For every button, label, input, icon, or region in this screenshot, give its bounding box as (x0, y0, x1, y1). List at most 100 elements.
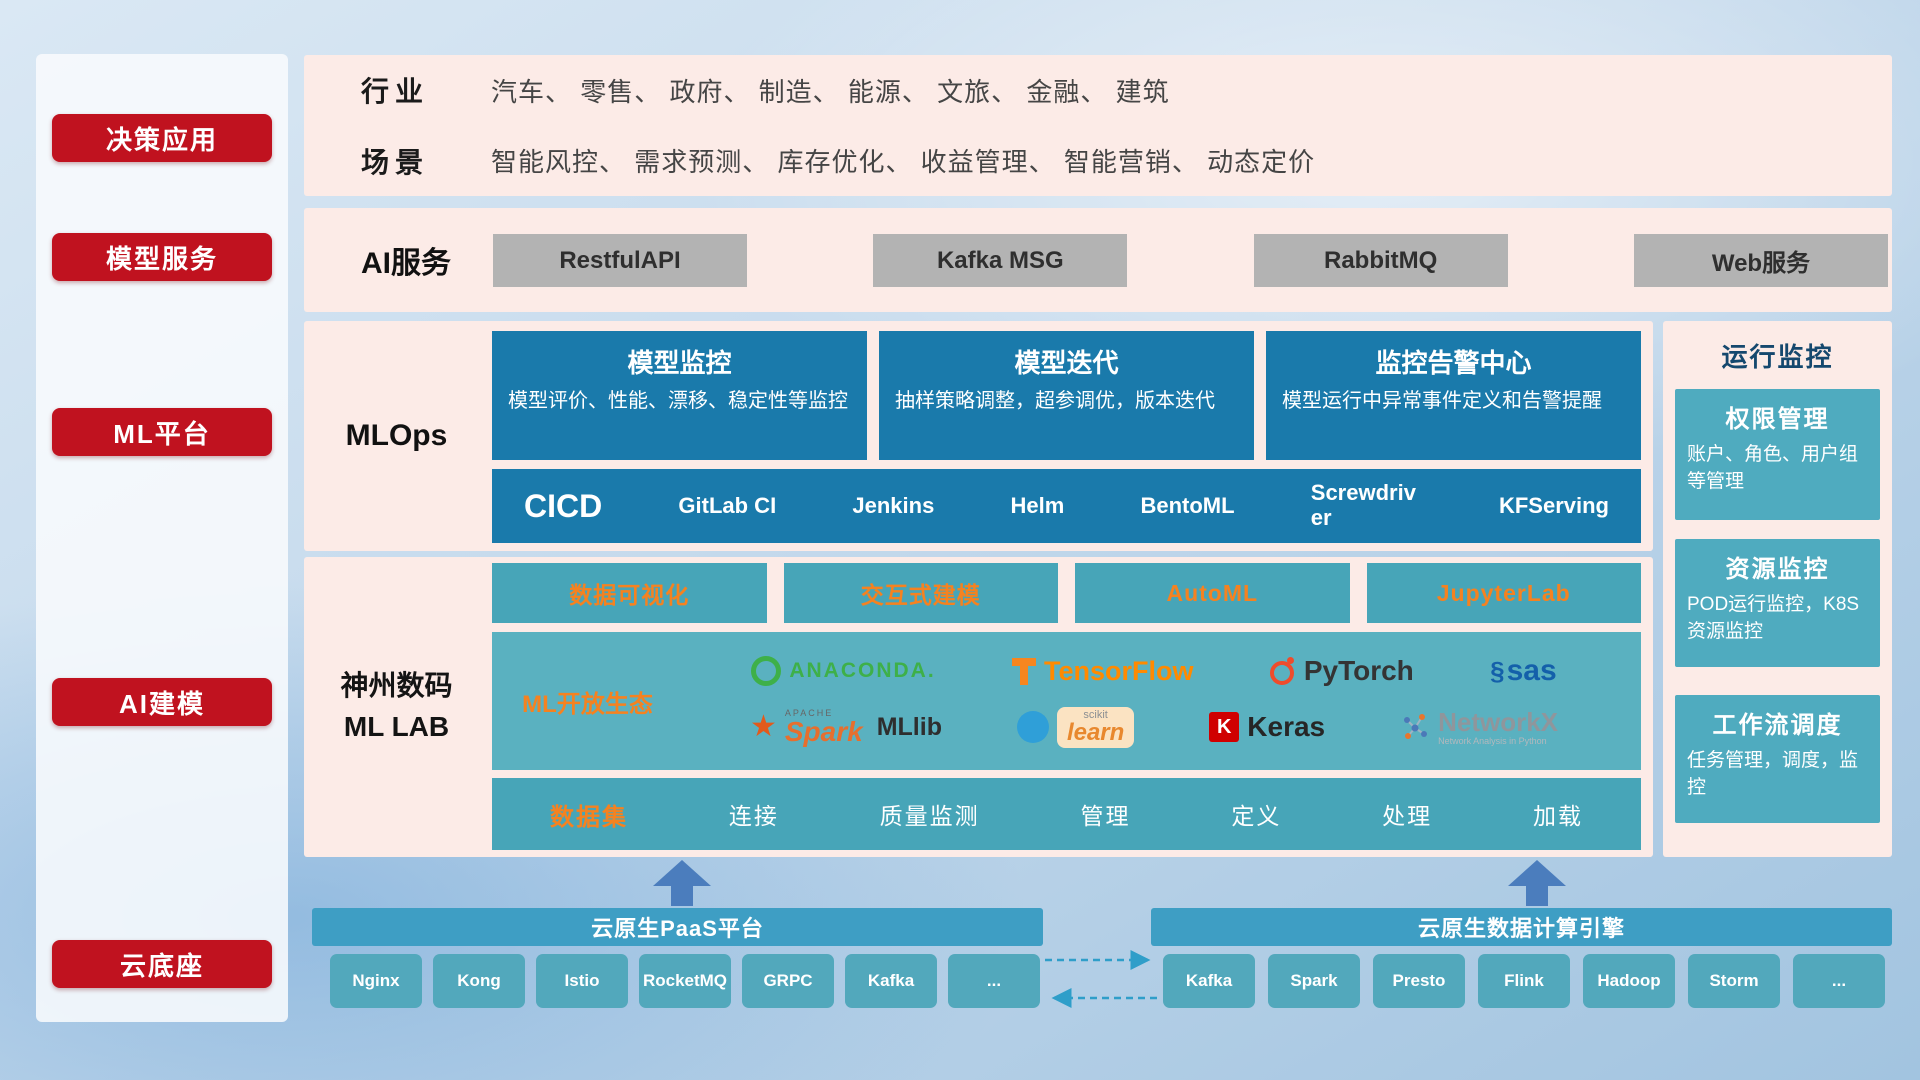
chip-presto: Presto (1373, 954, 1465, 1008)
spark-icon (750, 712, 777, 742)
paas-platform-title: 云原生PaaS平台 (591, 916, 764, 941)
dataset-label: 数据集 (550, 803, 628, 831)
layer-label-model-service: 模型服务 (52, 233, 272, 281)
ml-ecosystem-box: ML开放生态 ANACONDA. TensorFlow PyTorch (492, 632, 1641, 770)
data-visualization-button: 数据可视化 (492, 563, 767, 623)
ai-service-label: AI服务 (361, 247, 451, 280)
paas-chip-row: Nginx Kong Istio RocketMQ GRPC Kafka ... (330, 954, 1040, 1008)
ml-lab-label-line1: 神州数码 (340, 670, 453, 702)
layer-label-text: AI建模 (118, 688, 205, 719)
spark-mllib-logo: APACHE Spark MLlib (750, 707, 942, 747)
resource-monitoring-card: 资源监控 POD运行监控，K8S资源监控 (1675, 539, 1880, 667)
ecosystem-logos: ANACONDA. TensorFlow PyTorch sas (675, 636, 1633, 766)
cicd-item-bentoml: BentoML (1140, 492, 1235, 518)
card-desc: 任务管理，调度，监控 (1687, 750, 1859, 798)
chip-nginx: Nginx (330, 954, 422, 1008)
interactive-modeling-button: 交互式建模 (783, 563, 1058, 623)
chip-istio: Istio (536, 954, 628, 1008)
kafka-msg-button: Kafka MSG (873, 234, 1128, 287)
ml-lab-label-line2: ML LAB (343, 711, 450, 742)
model-iteration-card: 模型迭代 抽样策略调整，超参调优，版本迭代 (879, 331, 1254, 460)
dataset-item-quality: 质量监测 (879, 803, 980, 829)
model-monitoring-card: 模型监控 模型评价、性能、漂移、稳定性等监控 (492, 331, 867, 460)
chip-storm: Storm (1688, 954, 1780, 1008)
mlops-cards: 模型监控 模型评价、性能、漂移、稳定性等监控 模型迭代 抽样策略调整，超参调优，… (492, 331, 1641, 460)
keras-logo: K Keras (1209, 711, 1325, 743)
card-desc: POD运行监控，K8S资源监控 (1687, 594, 1860, 642)
layer-label-text: 云底座 (119, 950, 204, 981)
industry-row: 行业 汽车、 零售、 政府、 制造、 能源、 文旅、 金融、 建筑 (304, 55, 1892, 126)
cicd-item-jenkins: Jenkins (852, 492, 935, 518)
up-arrow-paas (653, 860, 711, 906)
scenario-label: 场景 (361, 146, 430, 178)
card-title: 资源监控 (1725, 556, 1830, 583)
scikit-learn-icon (1016, 711, 1049, 744)
data-engine-title: 云原生数据计算引擎 (1417, 916, 1625, 941)
layer-label-ai-modeling: AI建模 (52, 678, 272, 726)
tensorflow-logo: TensorFlow (1011, 656, 1194, 687)
ai-service-buttons: RestfulAPI Kafka MSG RabbitMQ Web服务 (493, 234, 1888, 287)
dashed-link-arrows (1045, 950, 1157, 1008)
run-monitoring-title: 运行监控 (1721, 342, 1834, 372)
engine-chip-row: Kafka Spark Presto Flink Hadoop Storm ..… (1163, 954, 1885, 1008)
chip-hadoop: Hadoop (1583, 954, 1675, 1008)
ecosystem-logos-row1: ANACONDA. TensorFlow PyTorch sas (675, 654, 1633, 688)
chip-kafka-engine: Kafka (1163, 954, 1255, 1008)
anaconda-logo: ANACONDA. (751, 656, 935, 687)
restfulapi-button: RestfulAPI (493, 234, 747, 287)
networkx-icon (1404, 714, 1428, 740)
card-title: 权限管理 (1725, 406, 1830, 433)
chip-flink: Flink (1478, 954, 1570, 1008)
card-desc: 抽样策略调整，超参调优，版本迭代 (895, 390, 1215, 412)
scenario-row: 场景 智能风控、 需求预测、 库存优化、 收益管理、 智能营销、 动态定价 (304, 126, 1892, 197)
ecosystem-logos-row2: APACHE Spark MLlib scikit learn K (675, 706, 1633, 748)
industry-value: 汽车、 零售、 政府、 制造、 能源、 文旅、 金融、 建筑 (491, 76, 1170, 107)
industry-scenario-panel: 行业 汽车、 零售、 政府、 制造、 能源、 文旅、 金融、 建筑 场景 智能风… (304, 55, 1892, 196)
ml-lab-label: 神州数码 ML LAB (304, 557, 489, 857)
up-arrow-engine (1508, 860, 1566, 906)
cicd-item-screwdriver: Screwdriver (1310, 480, 1416, 530)
networkx-text-stack: NetworkX Network Analysis in Python (1438, 706, 1559, 746)
ml-lab-panel: 神州数码 ML LAB 数据可视化 交互式建模 AutoML JupyterLa… (304, 557, 1653, 857)
sas-logo: sas (1490, 654, 1557, 688)
dataset-item-define: 定义 (1231, 803, 1282, 829)
web-service-button: Web服务 (1633, 234, 1888, 287)
industry-label: 行业 (361, 76, 430, 108)
dataset-item-load: 加载 (1532, 803, 1583, 829)
chip-kong: Kong (433, 954, 525, 1008)
chip-grpc: GRPC (742, 954, 834, 1008)
spark-text-stack: APACHE Spark (784, 707, 863, 747)
layer-label-cloud-base: 云底座 (52, 940, 272, 988)
mlops-panel: MLOps 模型监控 模型评价、性能、漂移、稳定性等监控 模型迭代 抽样策略调整… (304, 321, 1653, 551)
dataset-item-process: 处理 (1382, 803, 1433, 829)
card-desc: 模型运行中异常事件定义和告警提醒 (1282, 390, 1602, 412)
run-monitoring-panel: 运行监控 权限管理 账户、角色、用户组等管理 资源监控 POD运行监控，K8S资… (1663, 321, 1892, 857)
left-rail (36, 54, 288, 1022)
card-title: 模型监控 (627, 348, 732, 378)
dataset-item-manage: 管理 (1080, 803, 1131, 829)
dataset-item-connect: 连接 (728, 803, 779, 829)
keras-icon: K (1209, 712, 1240, 743)
scikit-learn-logo: scikit learn (1016, 706, 1135, 748)
rabbitmq-button: RabbitMQ (1253, 234, 1508, 287)
permission-management-card: 权限管理 账户、角色、用户组等管理 (1675, 389, 1880, 520)
alert-center-card: 监控告警中心 模型运行中异常事件定义和告警提醒 (1266, 331, 1641, 460)
cicd-label: CICD (524, 487, 603, 524)
dataset-row: 数据集 连接 质量监测 管理 定义 处理 加载 (492, 778, 1641, 850)
tensorflow-icon (1011, 657, 1036, 685)
chip-more-engine: ... (1793, 954, 1885, 1008)
layer-label-ml-platform: ML平台 (52, 408, 272, 456)
jupyterlab-button: JupyterLab (1366, 563, 1641, 623)
workflow-scheduling-card: 工作流调度 任务管理，调度，监控 (1675, 695, 1880, 823)
pytorch-icon (1269, 657, 1296, 686)
ml-ecosystem-label: ML开放生态 (522, 690, 653, 718)
card-desc: 账户、角色、用户组等管理 (1687, 444, 1859, 492)
chip-kafka: Kafka (845, 954, 937, 1008)
cicd-bar: CICD GitLab CI Jenkins Helm BentoML Scre… (492, 469, 1641, 543)
card-title: 模型迭代 (1014, 348, 1119, 378)
cicd-item-helm: Helm (1010, 492, 1065, 518)
networkx-logo: NetworkX Network Analysis in Python (1400, 708, 1558, 746)
cicd-item-gitlab-ci: GitLab CI (678, 492, 777, 518)
layer-label-text: 决策应用 (105, 124, 218, 155)
